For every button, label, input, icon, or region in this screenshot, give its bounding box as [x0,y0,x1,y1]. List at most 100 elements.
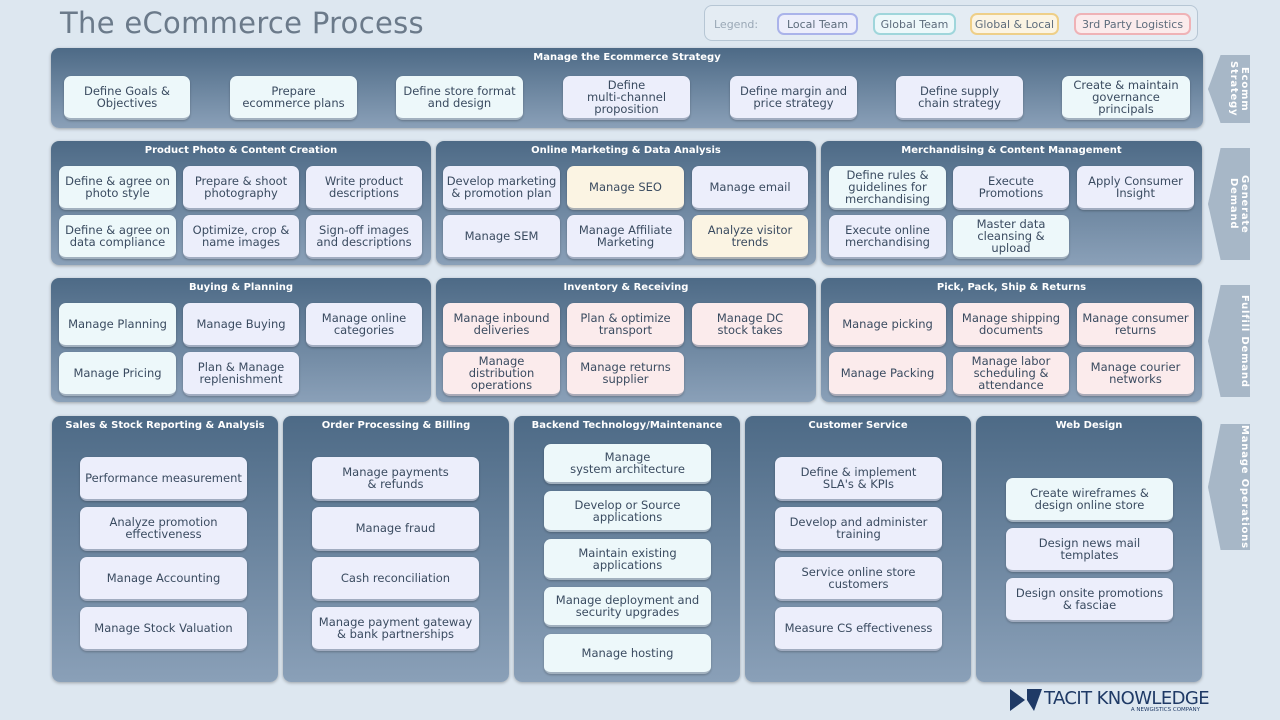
process-box[interactable]: Measure CS effectiveness [775,607,942,651]
group-backend-technology: Backend Technology/Maintenance Manage sy… [514,416,740,682]
process-box[interactable]: Analyze promotion effectiveness [80,507,247,551]
process-box[interactable]: Execute online merchandising [829,215,946,259]
side-tab-ecomm-strategy[interactable]: Ecomm Strategy [1208,55,1250,123]
group-pick-pack-ship: Pick, Pack, Ship & Returns Manage pickin… [821,278,1202,402]
group-title: Merchandising & Content Management [901,145,1122,156]
process-box[interactable]: Manage system architecture [544,444,711,484]
process-box[interactable]: Define supply chain strategy [896,76,1023,120]
group-online-marketing: Online Marketing & Data Analysis Develop… [436,141,816,265]
process-box[interactable]: Manage hosting [544,634,711,674]
group-inventory-receiving: Inventory & Receiving Manage inbound del… [436,278,816,402]
legend-label: Legend: [714,18,759,31]
process-box[interactable]: Manage fraud [312,507,479,551]
process-box[interactable]: Manage email [692,166,808,210]
process-box[interactable]: Manage Pricing [59,352,176,396]
process-box[interactable]: Cash reconciliation [312,557,479,601]
process-box[interactable]: Write product descriptions [306,166,422,210]
process-box[interactable]: Manage shipping documents [953,303,1069,347]
process-box[interactable]: Analyze visitor trends [692,215,808,259]
group-title: Manage the Ecommerce Strategy [533,52,721,63]
process-box[interactable]: Manage labor scheduling & attendance [953,352,1069,396]
process-box[interactable]: Define Goals & Objectives [64,76,190,120]
group-title: Buying & Planning [188,282,294,293]
group-title: Pick, Pack, Ship & Returns [936,282,1087,293]
side-tab-manage-operations[interactable]: Manage Operations [1208,424,1250,550]
process-box[interactable]: Design onsite promotions & fasciae [1006,578,1173,622]
process-box[interactable]: Manage Stock Valuation [80,607,247,651]
group-title: Inventory & Receiving [563,282,689,293]
side-tab-label: Ecomm Strategy [1228,61,1250,117]
logo-tagline: A NEWGISTICS COMPANY [1130,707,1200,713]
legend-local-team: Local Team [777,13,858,35]
group-title: Sales & Stock Reporting & Analysis [65,420,265,431]
group-ecommerce-strategy: Manage the Ecommerce Strategy Define Goa… [51,48,1203,128]
process-box[interactable]: Execute Promotions [953,166,1069,210]
process-box[interactable]: Define & agree on data compliance [59,215,176,259]
group-title: Backend Technology/Maintenance [531,420,723,431]
process-box[interactable]: Define & implement SLA's & KPIs [775,457,942,501]
page-title: The eCommerce Process [60,6,424,40]
process-box[interactable]: Manage Buying [183,303,299,347]
group-title: Web Design [1055,420,1123,431]
side-tab-label: Fulfill Demand [1239,294,1250,388]
process-box[interactable]: Manage Packing [829,352,946,396]
process-box[interactable]: Manage deployment and security upgrades [544,587,711,627]
group-title: Product Photo & Content Creation [144,145,338,156]
process-box[interactable]: Manage payment gateway & bank partnershi… [312,607,479,651]
process-box[interactable]: Manage courier networks [1077,352,1194,396]
group-product-photo-content: Product Photo & Content Creation Define … [51,141,431,265]
process-box[interactable]: Manage Affiliate Marketing [567,215,684,259]
process-box[interactable]: Define & agree on photo style [59,166,176,210]
process-box[interactable]: Sign-off images and descriptions [306,215,422,259]
process-box[interactable]: Optimize, crop & name images [183,215,299,259]
process-box[interactable]: Prepare & shoot photography [183,166,299,210]
process-box[interactable]: Create & maintain governance principals [1062,76,1190,120]
legend-global-team: Global Team [873,13,956,35]
group-title: Order Processing & Billing [321,420,471,431]
process-box[interactable]: Create wireframes & design online store [1006,478,1173,522]
legend: Legend: Local Team Global Team Global & … [704,5,1198,41]
process-box[interactable]: Manage distribution operations [443,352,560,396]
group-title: Online Marketing & Data Analysis [531,145,721,156]
process-box[interactable]: Manage DC stock takes [692,303,808,347]
process-box[interactable]: Manage inbound deliveries [443,303,560,347]
process-box[interactable]: Manage payments & refunds [312,457,479,501]
process-box[interactable]: Performance measurement [80,457,247,501]
legend-global-local: Global & Local [970,13,1059,35]
process-box[interactable]: Manage picking [829,303,946,347]
process-box[interactable]: Apply Consumer Insight [1077,166,1194,210]
logo-wordmark: TACIT KNOWLEDGE [1044,688,1210,709]
process-box[interactable]: Master data cleansing & upload [953,215,1069,259]
tacit-knowledge-logo-mark-icon [1010,689,1042,711]
process-box[interactable]: Manage online categories [306,303,422,347]
side-tab-fulfill-demand[interactable]: Fulfill Demand [1208,285,1250,397]
process-box[interactable]: Define margin and price strategy [730,76,857,120]
group-web-design: Web Design Create wireframes & design on… [976,416,1202,682]
group-customer-service: Customer Service Define & implement SLA'… [745,416,971,682]
process-box[interactable]: Manage consumer returns [1077,303,1194,347]
process-box[interactable]: Plan & Manage replenishment [183,352,299,396]
legend-3pl: 3rd Party Logistics [1074,13,1191,35]
process-box[interactable]: Service online store customers [775,557,942,601]
group-title: Customer Service [808,420,908,431]
side-tab-label: Generate Demand [1228,174,1250,234]
process-box[interactable]: Manage SEM [443,215,560,259]
side-tab-generate-demand[interactable]: Generate Demand [1208,148,1250,260]
process-box[interactable]: Prepare ecommerce plans [230,76,357,120]
process-box[interactable]: Design news mail templates [1006,528,1173,572]
process-box[interactable]: Manage Accounting [80,557,247,601]
process-box[interactable]: Plan & optimize transport [567,303,684,347]
process-box[interactable]: Manage returns supplier [567,352,684,396]
group-merchandising: Merchandising & Content Management Defin… [821,141,1202,265]
process-box[interactable]: Maintain existing applications [544,539,711,580]
group-sales-stock-reporting: Sales & Stock Reporting & Analysis Perfo… [52,416,278,682]
process-box[interactable]: Develop or Source applications [544,491,711,532]
process-box[interactable]: Develop marketing & promotion plan [443,166,560,210]
process-box[interactable]: Manage Planning [59,303,176,347]
process-box[interactable]: Define rules & guidelines for merchandis… [829,166,946,210]
process-box[interactable]: Develop and administer training [775,507,942,551]
process-box[interactable]: Manage SEO [567,166,684,210]
process-box[interactable]: Define multi-channel proposition [563,76,690,120]
process-box[interactable]: Define store format and design [396,76,523,120]
side-tab-label: Manage Operations [1239,425,1250,549]
